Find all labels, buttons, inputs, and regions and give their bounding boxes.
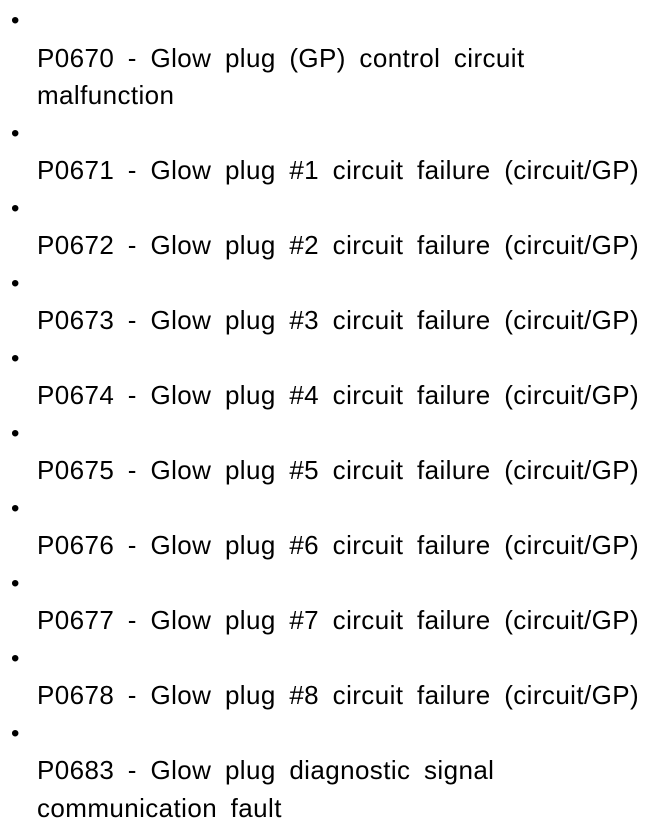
dtc-item-text: P0673 - Glow plug #3 circuit failure (ci…: [37, 305, 639, 335]
dtc-item-text: P0671 - Glow plug #1 circuit failure (ci…: [37, 155, 639, 185]
bullet-icon: •: [11, 115, 19, 153]
bullet-icon: •: [11, 340, 19, 378]
dtc-item-text: P0675 - Glow plug #5 circuit failure (ci…: [37, 455, 639, 485]
bullet-icon: •: [11, 265, 19, 303]
dtc-item-text: P0677 - Glow plug #7 circuit failure (ci…: [37, 605, 639, 635]
list-item: • P0676 - Glow plug #6 circuit failure (c…: [0, 490, 662, 565]
dtc-item-text: P0674 - Glow plug #4 circuit failure (ci…: [37, 380, 639, 410]
bullet-icon: •: [11, 490, 19, 528]
bullet-icon: •: [11, 640, 19, 678]
list-item: • P0673 - Glow plug #3 circuit failure (c…: [0, 265, 662, 340]
bullet-icon: •: [11, 715, 19, 753]
list-item: • P0674 - Glow plug #4 circuit failure (c…: [0, 340, 662, 415]
dtc-item-text: P0672 - Glow plug #2 circuit failure (ci…: [37, 230, 639, 260]
bullet-icon: •: [11, 190, 19, 228]
list-item: • P0677 - Glow plug #7 circuit failure (c…: [0, 565, 662, 640]
list-item: • P0671 - Glow plug #1 circuit failure (c…: [0, 115, 662, 190]
dtc-item-text: P0678 - Glow plug #8 circuit failure (ci…: [37, 680, 639, 710]
list-item: • P0672 - Glow plug #2 circuit failure (c…: [0, 190, 662, 265]
dtc-item-text: P0670 - Glow plug (GP) control circuit m…: [37, 43, 525, 111]
list-item: • P0683 - Glow plug diagnostic signal com…: [0, 715, 662, 827]
list-item: • P0675 - Glow plug #5 circuit failure (c…: [0, 415, 662, 490]
list-item: • P0670 - Glow plug (GP) control circuit …: [0, 2, 662, 115]
bullet-icon: •: [11, 2, 19, 40]
list-item: • P0678 - Glow plug #8 circuit failure (c…: [0, 640, 662, 715]
bullet-icon: •: [11, 415, 19, 453]
dtc-item-text: P0676 - Glow plug #6 circuit failure (ci…: [37, 530, 639, 560]
bullet-icon: •: [11, 565, 19, 603]
dtc-item-text: P0683 - Glow plug diagnostic signal comm…: [37, 755, 494, 823]
document-page: • P0670 - Glow plug (GP) control circuit …: [0, 0, 672, 476]
